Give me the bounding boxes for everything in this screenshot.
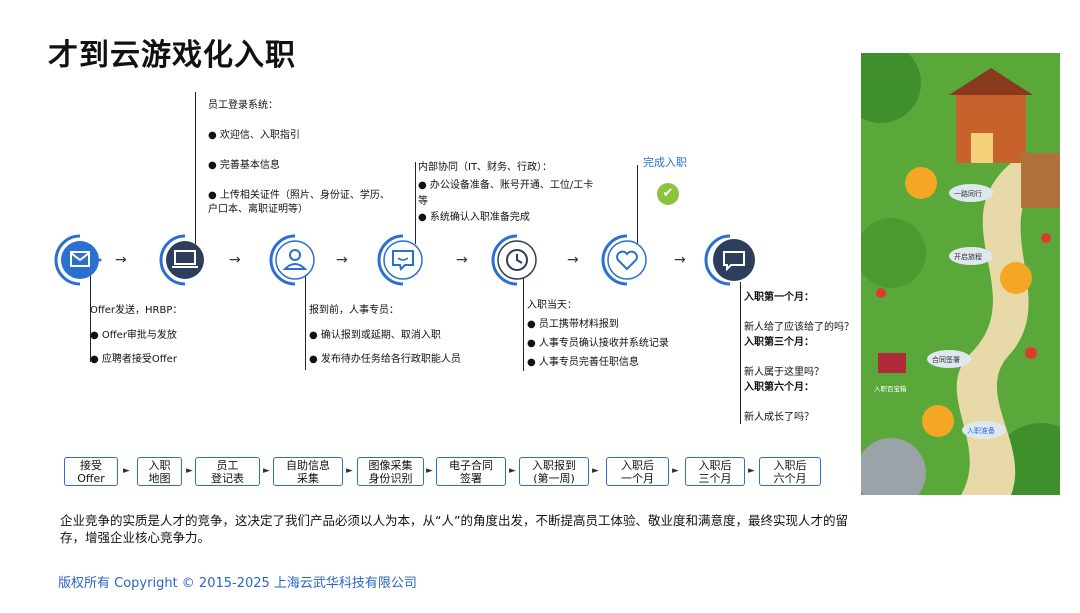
stage3-text: 报到前，人事专员： ● 确认报到或延期、取消入职 ● 发布待办任务给各行政职能人… bbox=[309, 304, 461, 367]
stage2-text: 员工登录系统： ● 欢迎信、入职指引 ● 完善基本信息 ● 上传相关证件（照片、… bbox=[208, 99, 390, 217]
page-title: 才到云游戏化入职 bbox=[48, 38, 296, 73]
stage2-item: ● 欢迎信、入职指引 bbox=[208, 130, 300, 141]
heart-icon bbox=[601, 234, 647, 286]
stage4-item: ● 系统确认入职准备完成 bbox=[418, 212, 530, 223]
game-label: 入职百宝箱 bbox=[874, 384, 907, 393]
flow-box-first-week: 入职报到 (第一周) bbox=[519, 457, 589, 486]
connector-line-1 bbox=[90, 262, 91, 362]
stage6-line: 新人给了应该给了的吗？ bbox=[744, 322, 854, 333]
flow-arrow: ► bbox=[426, 466, 433, 476]
flow-arrow: ► bbox=[346, 466, 353, 476]
stage2-item: 户口本、离职证明等） bbox=[208, 204, 308, 215]
flow-arrow: ► bbox=[186, 466, 193, 476]
stage1-text: Offer发送，HRBP： ● Offer审批与发放 ● 应聘者接受Offer bbox=[90, 304, 182, 367]
game-label: 一路同行 bbox=[954, 189, 982, 198]
stage6-text: 入职第一个月： 新人给了应该给了的吗？ 入职第三个月： 新人属于这里吗？ 入职第… bbox=[744, 291, 854, 425]
flow-arrow: → bbox=[115, 252, 127, 268]
stage3-item: ● 确认报到或延期、取消入职 bbox=[309, 330, 441, 341]
stage5-item: ● 人事专员完善任职信息 bbox=[527, 357, 639, 368]
flow-arrow: → bbox=[229, 252, 241, 268]
laptop-icon bbox=[159, 234, 204, 286]
stage4-heading: 内部协同（IT、财务、行政）： bbox=[418, 162, 553, 173]
flow-arrow: ► bbox=[263, 466, 270, 476]
chat-icon bbox=[377, 234, 423, 286]
flow-box-image-capture: 图像采集 身份识别 bbox=[357, 457, 424, 486]
flow-arrow: ► bbox=[123, 466, 130, 476]
user-icon bbox=[269, 234, 315, 286]
stage4-item: ● 办公设备准备、账号开通、工位/工卡 bbox=[418, 180, 594, 191]
stage5-text: 入职当天： ● 员工携带材料报到 ● 人事专员确认接收并系统记录 ● 人事专员完… bbox=[527, 299, 669, 370]
stage1-item: ● 应聘者接受Offer bbox=[90, 354, 177, 365]
envelope-icon bbox=[54, 234, 102, 286]
flow-arrow: → bbox=[567, 252, 579, 268]
stage4-item: 等 bbox=[418, 196, 428, 207]
clock-icon bbox=[491, 234, 537, 286]
flow-arrow: → bbox=[674, 252, 686, 268]
stage2-item: ● 上传相关证件（照片、身份证、学历、 bbox=[208, 190, 390, 201]
flow-box-month-one: 入职后 一个月 bbox=[606, 457, 669, 486]
flow-arrow: → bbox=[336, 252, 348, 268]
copyright: 版权所有 Copyright © 2015-2025 上海云武华科技有限公司 bbox=[58, 576, 417, 591]
stage6-line: 新人属于这里吗？ bbox=[744, 367, 824, 378]
flow-box-self-service: 自助信息 采集 bbox=[273, 457, 343, 486]
message-icon bbox=[704, 234, 755, 286]
stage2-heading: 员工登录系统： bbox=[208, 100, 278, 111]
stage6-line: 入职第三个月： bbox=[744, 337, 814, 348]
connector-line-4 bbox=[415, 162, 416, 244]
flow-box-accept-offer: 接受 Offer bbox=[64, 457, 118, 486]
stage5-item: ● 员工携带材料报到 bbox=[527, 319, 619, 330]
flow-arrow: ► bbox=[509, 466, 516, 476]
flow-box-month-three: 入职后 三个月 bbox=[685, 457, 745, 486]
check-icon: ✔ bbox=[657, 183, 679, 205]
summary-text: 企业竞争的实质是人才的竞争，这决定了我们产品必须以人为本，从“人”的角度出发，不… bbox=[60, 513, 848, 545]
connector-line-7 bbox=[740, 282, 741, 424]
game-label: 开启旅程 bbox=[954, 252, 982, 261]
flow-box-month-six: 入职后 六个月 bbox=[759, 457, 821, 486]
game-map-illustration: 一路同行 开启旅程 入职百宝箱 合同签署 入职准备 bbox=[861, 53, 1060, 495]
stage2-item: ● 完善基本信息 bbox=[208, 160, 280, 171]
flow-arrow: ► bbox=[748, 466, 755, 476]
stage1-item: ● Offer审批与发放 bbox=[90, 330, 177, 341]
complete-label: 完成入职 bbox=[643, 156, 687, 169]
game-label: 合同签署 bbox=[932, 355, 960, 364]
stage3-item: ● 发布待办任务给各行政职能人员 bbox=[309, 354, 461, 365]
flow-box-onboarding-map: 入职 地图 bbox=[137, 457, 182, 486]
stage5-heading: 入职当天： bbox=[527, 300, 577, 311]
flow-box-employee-form: 员工 登记表 bbox=[195, 457, 260, 486]
stage3-heading: 报到前，人事专员： bbox=[309, 305, 399, 316]
stage1-heading: Offer发送，HRBP： bbox=[90, 305, 183, 316]
connector-line-3 bbox=[305, 262, 306, 370]
stage6-line: 新人成长了吗？ bbox=[744, 412, 814, 423]
stage4-text: 内部协同（IT、财务、行政）： ● 办公设备准备、账号开通、工位/工卡 等 ● … bbox=[418, 161, 593, 225]
flow-box-e-contract: 电子合同 签署 bbox=[436, 457, 506, 486]
stage6-line: 入职第一个月： bbox=[744, 292, 814, 303]
flow-arrow: ► bbox=[592, 466, 599, 476]
game-label: 入职准备 bbox=[967, 426, 995, 435]
flow-arrow: → bbox=[456, 252, 468, 268]
stage6-line: 入职第六个月： bbox=[744, 382, 814, 393]
connector-line-5 bbox=[523, 275, 524, 371]
connector-line-2 bbox=[195, 92, 196, 244]
stage5-item: ● 人事专员确认接收并系统记录 bbox=[527, 338, 669, 349]
connector-line-6 bbox=[637, 165, 638, 245]
flow-arrow: ► bbox=[672, 466, 679, 476]
